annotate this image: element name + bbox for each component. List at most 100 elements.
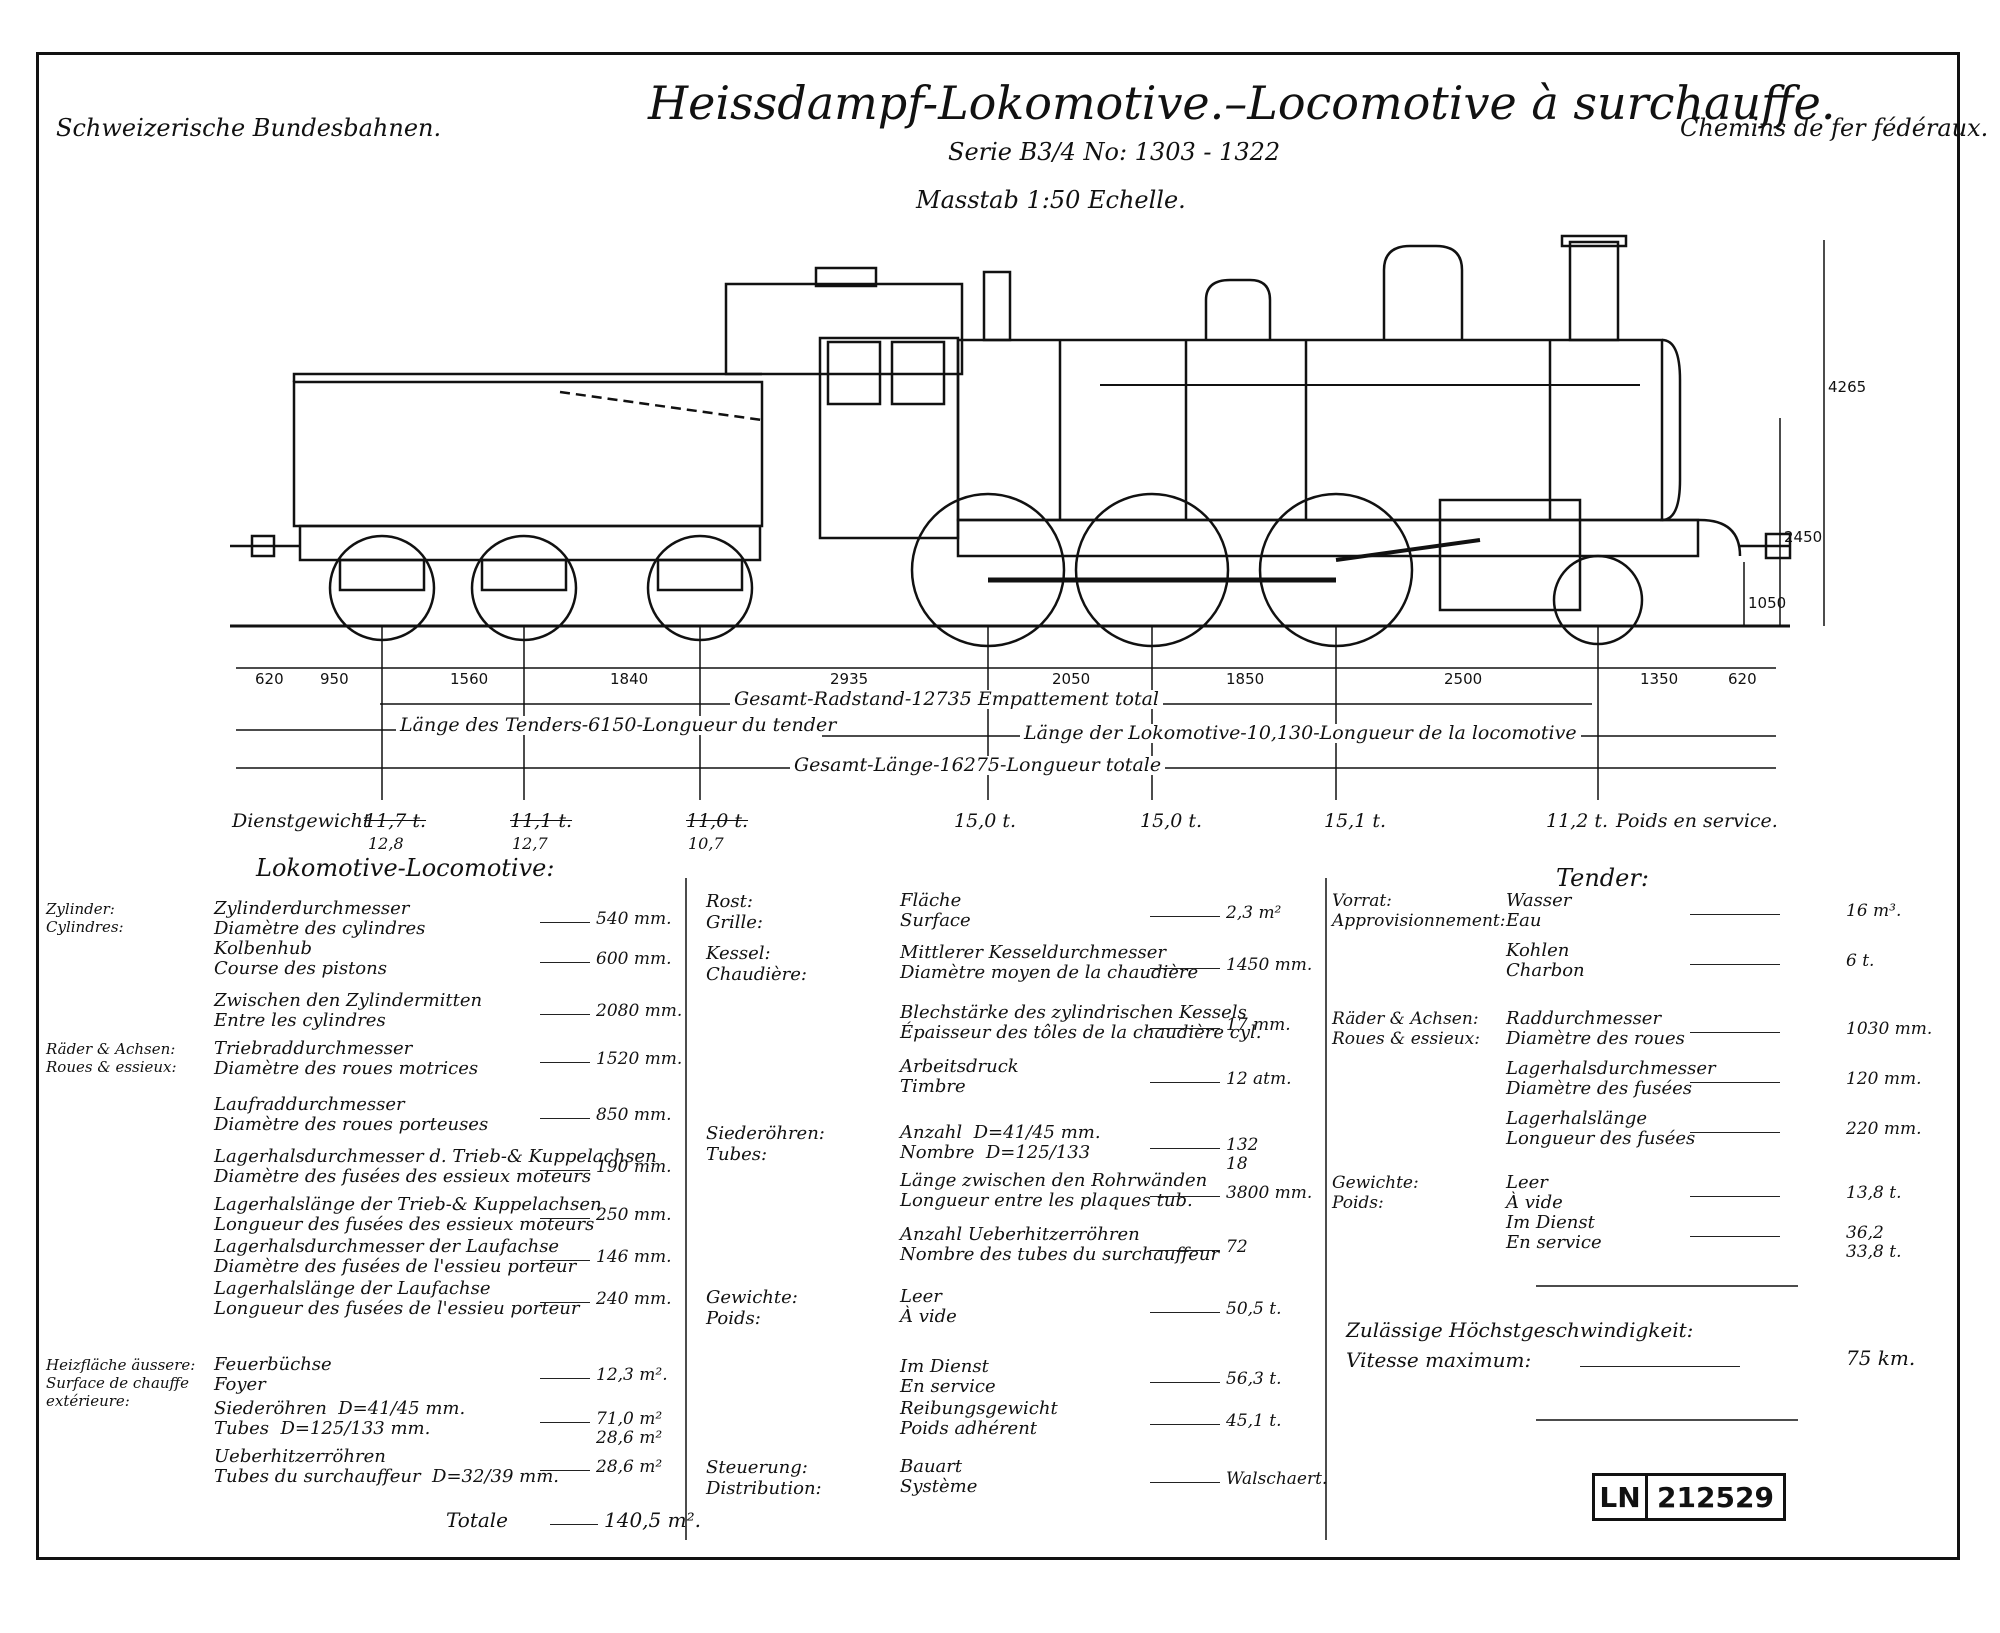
spec-label-de: Fläche: [900, 890, 962, 911]
leader-line: [540, 1062, 590, 1063]
leader-line: [540, 962, 590, 963]
spec-value: 28,6 m²: [596, 1457, 663, 1477]
railway-name-fr: Chemins de fer fédéraux.: [1680, 114, 1989, 142]
spec-value: 45,1 t.: [1226, 1411, 1282, 1431]
spec-label-fr: Diamètre des fusées des essieux moteurs: [214, 1166, 592, 1187]
spec-label-fr: À vide: [1506, 1192, 1563, 1213]
section-label: Rost: Grille:: [706, 891, 763, 933]
leader-line: [1150, 1382, 1220, 1383]
leader-line: [1150, 1424, 1220, 1425]
leader-line: [550, 1524, 598, 1525]
leader-line: [540, 1118, 590, 1119]
cab: [818, 336, 960, 540]
leader-line: [1690, 914, 1780, 915]
segment-dim: 2935: [830, 670, 869, 688]
spec-value: 72: [1226, 1237, 1248, 1257]
section-label: Gewichte: Poids:: [1332, 1173, 1419, 1213]
spec-value: 132 18: [1226, 1135, 1259, 1174]
tender-table-heading: Tender:: [1556, 864, 1649, 892]
axle-weight: 11,0 t.: [686, 810, 749, 832]
spec-value: 3800 mm.: [1226, 1183, 1313, 1203]
tender-buffer: [250, 534, 276, 558]
leader-line: [1150, 1028, 1220, 1029]
spec-label-fr: Charbon: [1506, 960, 1585, 981]
segment-dim: 1560: [450, 670, 489, 688]
spec-value: 6 t.: [1846, 951, 1875, 971]
spec-label-fr: Diamètre des cylindres: [214, 918, 426, 939]
cylinder: [1438, 498, 1582, 612]
leader-line: [540, 1218, 590, 1219]
spec-label-fr: Diamètre des roues motrices: [214, 1058, 479, 1079]
axle-weight-corrected: 12,8: [368, 834, 404, 853]
section-label: Gewichte: Poids:: [706, 1287, 798, 1329]
loco-frame: [956, 518, 1700, 558]
series-label: Serie B3/4 No: 1303 - 1322: [948, 138, 1281, 166]
leader-line: [540, 1378, 590, 1379]
spec-label-de: Anzahl Ueberhitzerröhren: [900, 1224, 1140, 1245]
spec-label-de: Siederöhren D=41/45 mm.: [214, 1398, 466, 1419]
leader-line: [540, 1470, 590, 1471]
spec-label-de: Anzahl D=41/45 mm.: [900, 1122, 1101, 1143]
spec-label-de: Raddurchmesser: [1506, 1008, 1662, 1029]
spec-value: 2,3 m²: [1226, 903, 1282, 923]
sand-dome: [1382, 244, 1464, 340]
spec-value: 220 mm.: [1846, 1119, 1922, 1139]
spec-label-de: Leer: [900, 1286, 942, 1307]
max-speed-label-de: Zulässige Höchstgeschwindigkeit:: [1346, 1318, 1694, 1342]
spec-value: 16 m³.: [1846, 901, 1902, 921]
loco-length-dim: Länge der Lokomotive-10,130-Longueur de …: [1020, 724, 1581, 743]
spec-label-fr: Longueur des fusées des essieux moteurs: [214, 1214, 595, 1235]
segment-dim: 1850: [1226, 670, 1265, 688]
leader-line: [1690, 964, 1780, 965]
height-boiler-dim: 2450: [1784, 528, 1823, 546]
axle-weight-corrected: 12,7: [512, 834, 548, 853]
leader-line: [540, 1302, 590, 1303]
segment-dim: 1840: [610, 670, 649, 688]
spec-label-fr: Longueur entre les plaques tub.: [900, 1190, 1193, 1211]
leader-line: [1580, 1366, 1740, 1367]
spec-value: 2080 mm.: [596, 1001, 683, 1021]
spec-label-de: Bauart: [900, 1456, 963, 1477]
spec-value: 12,3 m².: [596, 1365, 668, 1385]
group-label: Heizfläche äussere: Surface de chauffe e…: [46, 1356, 196, 1410]
spec-label-fr: Foyer: [214, 1374, 266, 1395]
leader-line: [1150, 968, 1220, 969]
cab-roof: [724, 282, 964, 376]
spec-label-fr: En service: [1506, 1232, 1602, 1253]
leader-line: [540, 1260, 590, 1261]
spec-label-de: Laufraddurchmesser: [214, 1094, 405, 1115]
loco-buffer: [1764, 532, 1792, 560]
segment-dim: 620: [1728, 670, 1757, 688]
spec-label-de: Ueberhitzerröhren: [214, 1446, 386, 1467]
group-label: Räder & Achsen: Roues & essieux:: [46, 1040, 177, 1076]
segment-dim: 950: [320, 670, 349, 688]
tender-wheel-1: [328, 534, 436, 642]
railway-name-de: Schweizerische Bundesbahnen.: [56, 114, 442, 142]
spec-label-de: Lagerhalsdurchmesser: [1506, 1058, 1716, 1079]
axle-weight: 15,0 t.: [1140, 810, 1203, 832]
section-label: Räder & Achsen: Roues & essieux:: [1332, 1009, 1480, 1049]
spec-label-de: Kohlen: [1506, 940, 1570, 961]
segment-dim: 2500: [1444, 670, 1483, 688]
total-value: 140,5 m².: [604, 1508, 701, 1532]
spec-label-de: Kolbenhub: [214, 938, 313, 959]
leader-line: [1690, 1032, 1780, 1033]
spec-label-fr: Diamètre des roues porteuses: [214, 1114, 489, 1135]
spec-value: 1520 mm.: [596, 1049, 683, 1069]
axle-weight: 11,1 t.: [510, 810, 573, 832]
leader-line: [540, 1170, 590, 1171]
leader-line: [540, 1014, 590, 1015]
drawing-frame: [36, 52, 1960, 1560]
boiler: [956, 338, 1664, 522]
total-label: Totale: [446, 1508, 509, 1532]
spec-value: 71,0 m² 28,6 m²: [596, 1409, 663, 1448]
stamp-number: 212529: [1657, 1480, 1774, 1514]
spec-label-de: Im Dienst: [1506, 1212, 1595, 1233]
axle-weight: 15,1 t.: [1324, 810, 1387, 832]
leader-line: [1690, 1132, 1780, 1133]
spec-value: 50,5 t.: [1226, 1299, 1282, 1319]
spec-label-fr: Eau: [1506, 910, 1542, 931]
archive-stamp: LN 212529: [1592, 1473, 1786, 1521]
spec-label-de: Im Dienst: [900, 1356, 989, 1377]
spec-label-fr: Surface: [900, 910, 971, 931]
